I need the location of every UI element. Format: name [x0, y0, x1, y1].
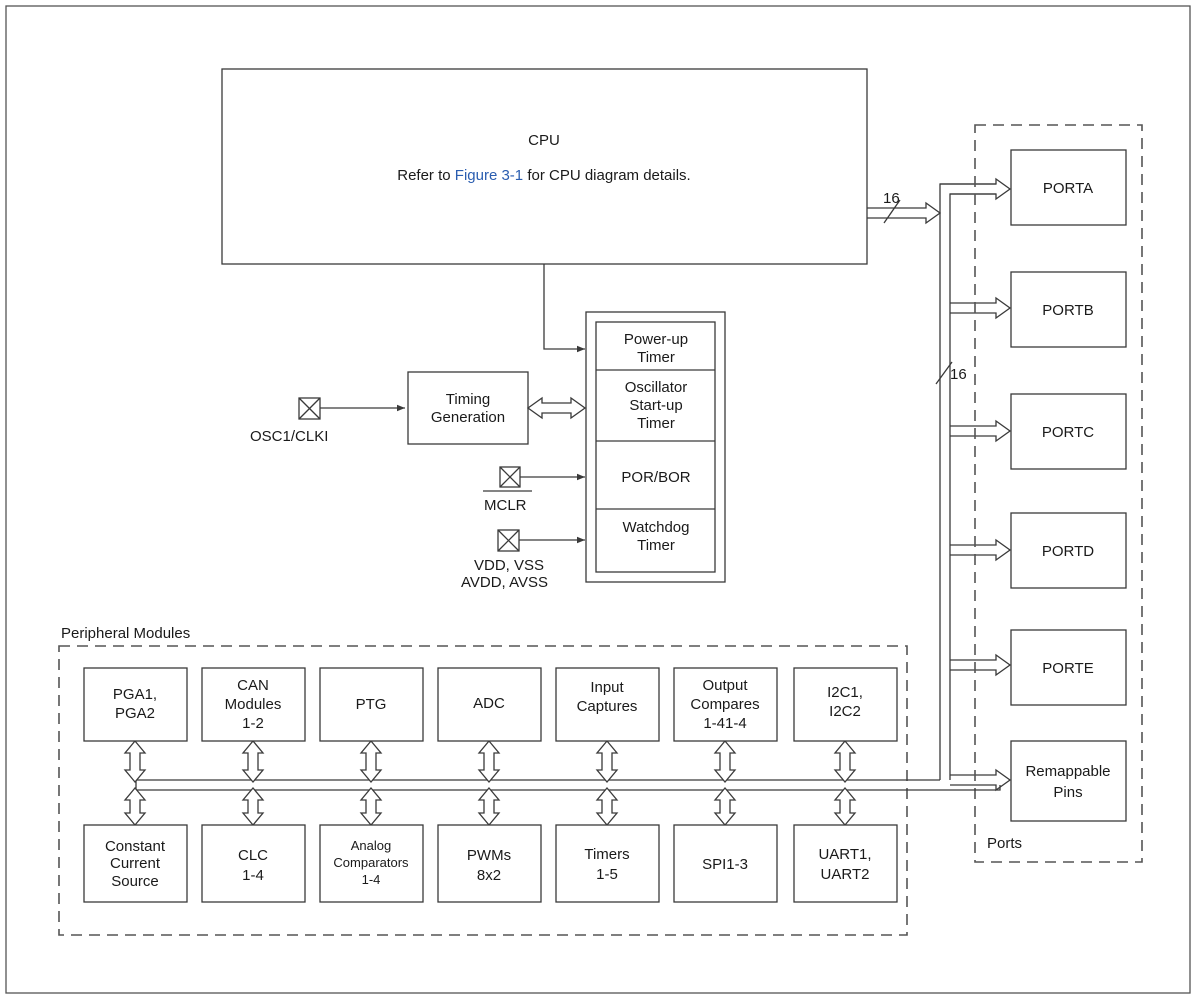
- port-c-label: PORTC: [1042, 424, 1094, 441]
- port-d-label: PORTD: [1042, 543, 1094, 560]
- bus-width-right-label: 16: [950, 366, 967, 383]
- timing-generation-block: [407, 371, 529, 445]
- remappable-pins-block: [1010, 740, 1127, 822]
- power-up-timer-label-2: Timer: [637, 349, 675, 366]
- clc-label-1: CLC: [238, 847, 268, 864]
- osc-startup-label-3: Timer: [637, 415, 675, 432]
- watchdog-label-2: Timer: [637, 537, 675, 554]
- top-connector-1: [123, 739, 147, 784]
- analog-comparators-block: [319, 824, 424, 903]
- bus-width-tick-top: [883, 199, 901, 224]
- top-connector-5: [595, 739, 619, 784]
- pga-label-1: PGA1,: [113, 686, 157, 703]
- port-e-block: [1010, 629, 1127, 706]
- i2c-block: [793, 667, 898, 742]
- por-bor-label: POR/BOR: [621, 469, 690, 486]
- mclr-pin-label: MCLR: [484, 497, 527, 514]
- timers-label-2: 1-5: [596, 866, 618, 883]
- remappable-pins-label-1: Remappable: [1025, 763, 1110, 780]
- adc-label: ADC: [473, 695, 505, 712]
- port-a-block: [1010, 149, 1127, 226]
- cpu-block: [221, 68, 868, 265]
- top-connector-4: [477, 739, 501, 784]
- pwm-label-1: PWMs: [467, 847, 511, 864]
- output-compares-label-2: Compares: [690, 696, 759, 713]
- timers-block: [555, 824, 660, 903]
- clc-label-2: 1-4: [242, 867, 264, 884]
- timing-generation-label-1: Timing: [446, 391, 490, 408]
- can-label-2: Modules: [225, 696, 282, 713]
- output-compares-block: [673, 667, 778, 742]
- osc-pin-label: OSC1/CLKI: [250, 428, 328, 445]
- can-label-1: CAN: [237, 677, 269, 694]
- watchdog-label-1: Watchdog: [623, 519, 690, 536]
- figure-3-1-link[interactable]: Figure 3-1: [455, 167, 523, 184]
- output-compares-label-3: 1-41-4: [703, 715, 746, 732]
- pga-label-2: PGA2: [115, 705, 155, 722]
- top-connector-6: [713, 739, 737, 784]
- analog-comparators-label-2: Comparators: [333, 855, 409, 870]
- osc-pin-icon: [298, 397, 321, 420]
- peripherals-title: Peripheral Modules: [61, 625, 190, 642]
- uart-label-1: UART1,: [818, 846, 871, 863]
- pga-block: [83, 667, 188, 742]
- pwm-label-2: 8x2: [477, 867, 501, 884]
- port-a-label: PORTA: [1043, 180, 1093, 197]
- peripheral-bottom-row: Constant Current Source CLC 1-4 Analog C…: [83, 824, 898, 903]
- port-branch-arrows: [940, 177, 1012, 792]
- port-e-label: PORTE: [1042, 660, 1093, 677]
- input-captures-block: [555, 667, 660, 742]
- power-pin-icon: [497, 529, 520, 552]
- power-up-timer-label-1: Power-up: [624, 331, 688, 348]
- power-pins-label-1: VDD, VSS: [474, 557, 544, 574]
- constant-current-label-1: Constant: [105, 838, 166, 855]
- can-block: [201, 667, 306, 742]
- i2c-label-1: I2C1,: [827, 684, 863, 701]
- ports-title: Ports: [987, 835, 1022, 852]
- analog-comparators-label-1: Analog: [351, 838, 391, 853]
- timing-generation-label-2: Generation: [431, 409, 505, 426]
- port-b-block: [1010, 271, 1127, 348]
- analog-comparators-label-3: 1-4: [362, 872, 381, 887]
- top-connector-7: [833, 739, 857, 784]
- top-connector-2: [241, 739, 265, 784]
- uart-block: [793, 824, 898, 903]
- constant-current-label-3: Source: [111, 873, 159, 890]
- bus-width-tick-right: [935, 361, 953, 385]
- port-d-block: [1010, 512, 1127, 589]
- cpu-note: Refer to Figure 3-1 for CPU diagram deta…: [397, 167, 690, 184]
- timing-reset-bidir-arrow: [526, 396, 587, 420]
- pwm-block: [437, 824, 542, 903]
- bus-width-top-label: 16: [883, 190, 900, 207]
- mclr-pin-icon: [499, 466, 521, 488]
- port-c-block: [1010, 393, 1127, 470]
- timers-label-1: Timers: [584, 846, 629, 863]
- constant-current-label-2: Current: [110, 855, 161, 872]
- ptg-label: PTG: [356, 696, 387, 713]
- power-pins-label-2: AVDD, AVSS: [461, 574, 548, 591]
- top-connector-3: [359, 739, 383, 784]
- i2c-label-2: I2C2: [829, 703, 861, 720]
- spi-block: [673, 824, 778, 903]
- output-compares-label-1: Output: [702, 677, 748, 694]
- clc-block: [201, 824, 306, 903]
- cpu-title: CPU: [528, 132, 560, 149]
- constant-current-block: [83, 824, 188, 903]
- ptg-block: [319, 667, 424, 742]
- reset-stack-inner: [595, 321, 716, 573]
- can-label-3: 1-2: [242, 715, 264, 732]
- peripheral-bus-lower-line: [135, 780, 1001, 791]
- uart-label-2: UART2: [821, 866, 870, 883]
- cpu-to-powerup-line: [543, 264, 585, 353]
- spi-label: SPI1-3: [702, 856, 748, 873]
- osc-startup-label-1: Oscillator: [625, 379, 688, 396]
- port-b-label: PORTB: [1042, 302, 1093, 319]
- peripheral-top-row: PGA1, PGA2 CAN Modules 1-2 PTG ADC Input…: [83, 667, 898, 742]
- input-captures-label-2: Captures: [577, 698, 638, 715]
- osc-startup-label-2: Start-up: [629, 397, 682, 414]
- remappable-pins-label-2: Pins: [1053, 784, 1082, 801]
- adc-block: [437, 667, 542, 742]
- input-captures-label-1: Input: [590, 679, 624, 696]
